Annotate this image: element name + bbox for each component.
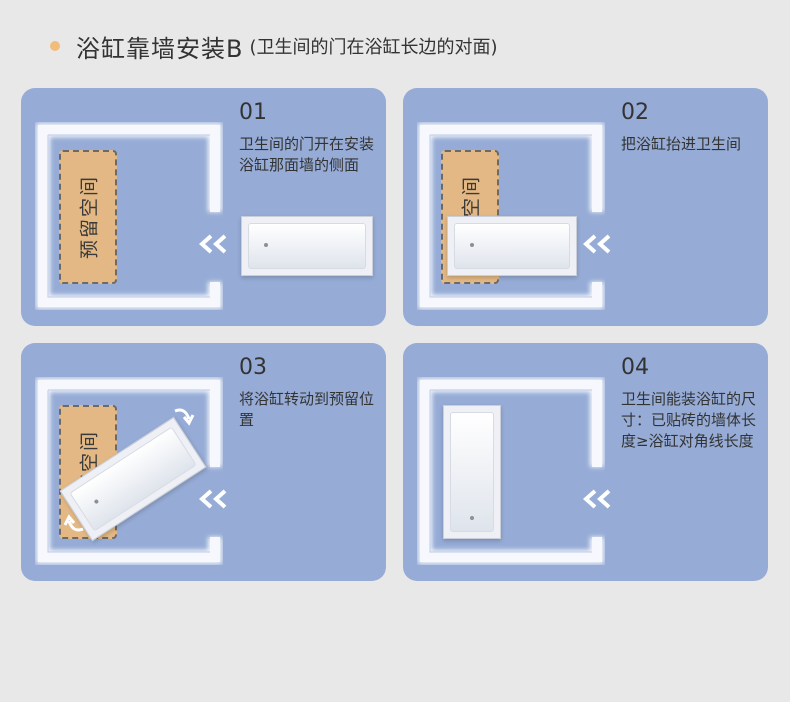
- reserved-space-label: 预留空间: [78, 174, 101, 260]
- bathroom-wall-outline: [36, 378, 222, 564]
- bathroom-floorplan: [417, 377, 605, 565]
- rotate-arrow-icon: [174, 408, 195, 426]
- section-subtitle: (卫生间的门在浴缸长边的对面): [249, 37, 498, 58]
- drain-icon: [470, 243, 474, 247]
- bathroom-floorplan: 预留空间: [35, 122, 223, 310]
- step-description: 将浴缸转动到预留位置: [239, 390, 375, 429]
- double-chevron-left-icon: [582, 234, 611, 254]
- bathtub: [241, 216, 373, 276]
- drain-icon: [470, 516, 474, 520]
- step-number: 01: [239, 100, 267, 125]
- drain-icon: [264, 243, 268, 247]
- bathroom-wall-outline: [418, 123, 604, 309]
- bathroom-wall-outline: [418, 378, 604, 564]
- step-card-4: 04 卫生间能装浴缸的尺寸：已贴砖的墙体长度≥浴缸对角线长度: [403, 343, 768, 581]
- bullet-dot-icon: [50, 41, 60, 51]
- double-chevron-left-icon: [198, 489, 227, 509]
- step-description: 卫生间能装浴缸的尺寸：已贴砖的墙体长度≥浴缸对角线长度: [621, 390, 757, 450]
- double-chevron-left-icon: [582, 489, 611, 509]
- section-title: 浴缸靠墙安装B: [76, 34, 244, 63]
- step-description: 卫生间的门开在安装浴缸那面墙的侧面: [239, 135, 375, 174]
- step-description: 把浴缸抬进卫生间: [621, 135, 742, 153]
- bathroom-wall-outline: [36, 123, 222, 309]
- step-number: 04: [621, 355, 649, 380]
- step-card-1: 预留空间 01 卫生间的门开在安装浴缸那面墙的侧面: [21, 88, 386, 326]
- step-number: 02: [621, 100, 649, 125]
- rotate-arrow-icon: [63, 514, 84, 532]
- section-header: 浴缸靠墙安装B (卫生间的门在浴缸长边的对面): [50, 28, 498, 64]
- reserved-space-area: 预留空间: [59, 150, 117, 284]
- step-card-3: 预留空间 03 将浴缸转动到预留位置: [21, 343, 386, 581]
- step-card-2: 预留空间 02 把浴缸抬进卫生间: [403, 88, 768, 326]
- step-number: 03: [239, 355, 267, 380]
- double-chevron-left-icon: [198, 234, 227, 254]
- bathtub-installed: [443, 405, 501, 539]
- bathtub: [447, 216, 577, 276]
